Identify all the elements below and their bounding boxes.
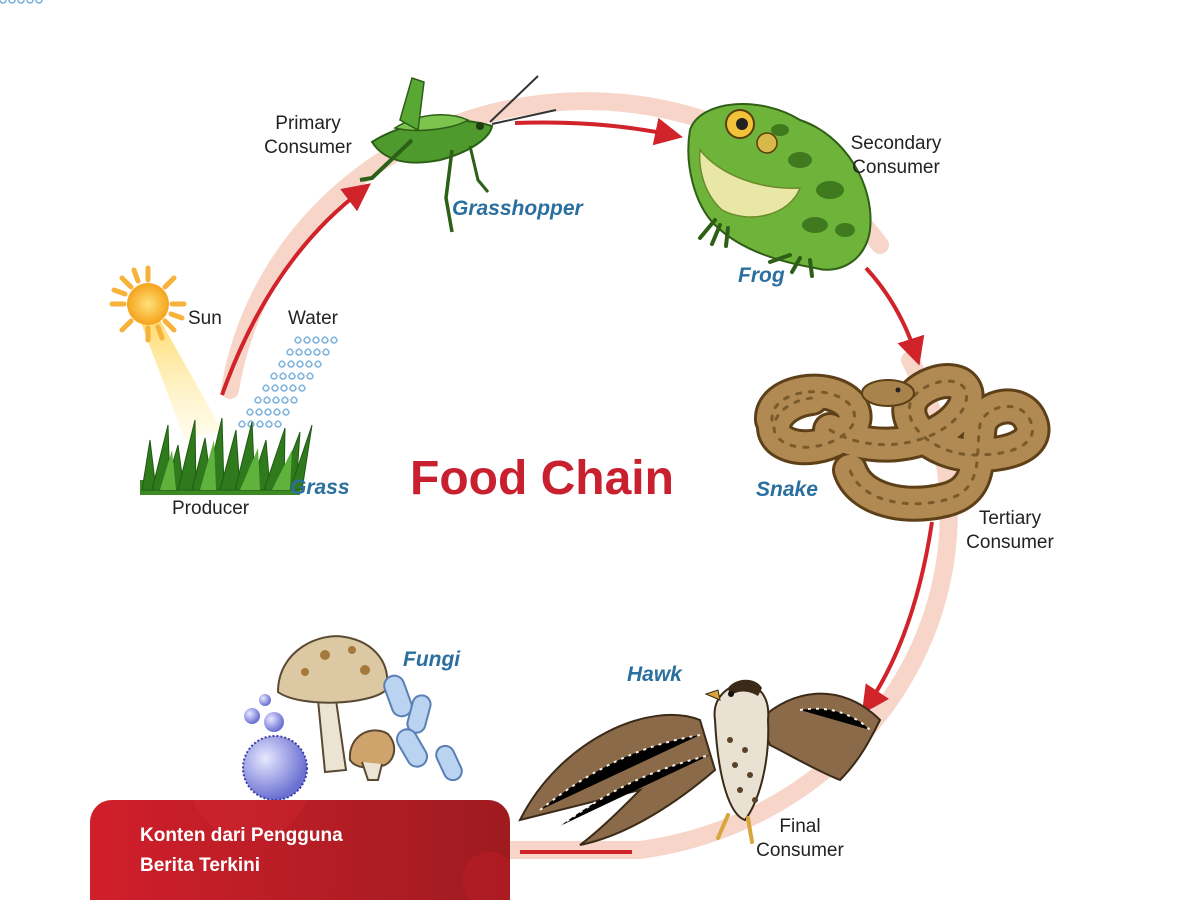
diagram-title: Food Chain xyxy=(410,452,674,505)
secondary-consumer-label: Secondary Consumer xyxy=(850,133,942,178)
arrow-grasshopper-to-frog xyxy=(514,117,683,146)
final-consumer-label: Final Consumer xyxy=(756,816,844,861)
frog-icon xyxy=(687,103,872,278)
water-drops-icon xyxy=(0,0,338,428)
frog-name: Frog xyxy=(738,264,785,287)
sun-label: Sun xyxy=(188,308,222,329)
banner-line-2: Berita Terkini xyxy=(140,855,261,876)
source-banner: Konten dari Pengguna Berita Terkini xyxy=(90,800,510,900)
snake-name: Snake xyxy=(756,478,818,501)
snake-icon xyxy=(754,363,1051,522)
grass-icon xyxy=(140,417,313,495)
fungi-icon xyxy=(242,635,463,801)
water-label: Water xyxy=(288,308,338,329)
fungi-name: Fungi xyxy=(403,648,461,671)
arrow-snake-to-hawk xyxy=(861,521,934,715)
cycle-arrows xyxy=(220,117,934,854)
grasshopper-name: Grasshopper xyxy=(452,197,583,220)
arrow-grass-to-grasshopper xyxy=(220,183,371,396)
grasshopper-icon xyxy=(359,75,557,233)
banner-line-1: Konten dari Pengguna xyxy=(140,825,343,846)
hawk-icon xyxy=(518,679,882,846)
grass-name: Grass xyxy=(290,476,350,499)
banner-background xyxy=(90,800,510,900)
tertiary-consumer-label: Tertiary Consumer xyxy=(966,508,1054,553)
sun-icon xyxy=(109,265,222,440)
hawk-name: Hawk xyxy=(627,663,682,686)
primary-consumer-label: Primary Consumer xyxy=(264,113,352,158)
arrow-frog-to-snake xyxy=(864,266,925,366)
producer-label: Producer xyxy=(172,498,250,519)
